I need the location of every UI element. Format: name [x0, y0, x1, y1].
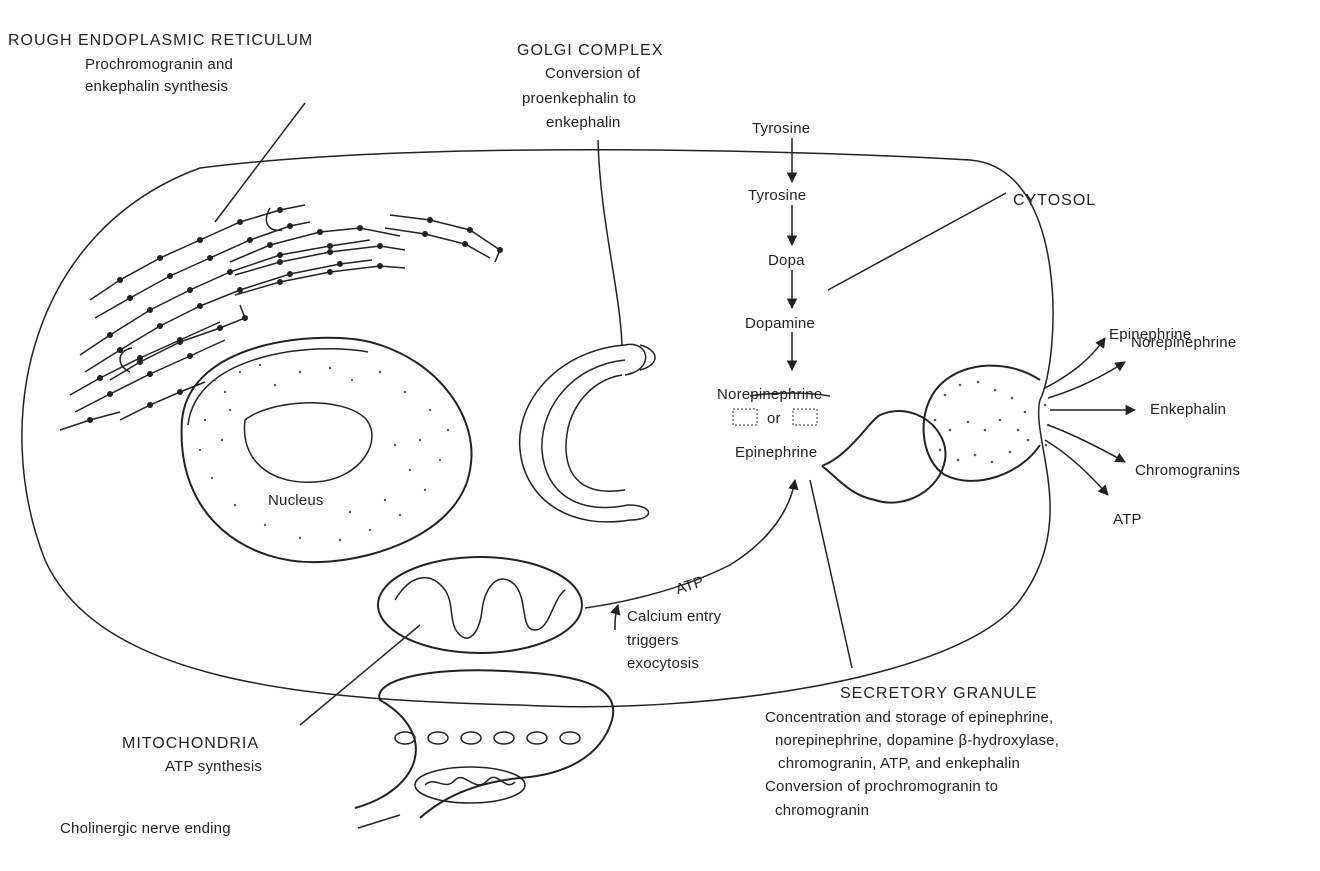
secretion-atp: ATP — [1113, 511, 1142, 528]
rer-title: ROUGH ENDOPLASMIC RETICULUM — [8, 32, 313, 49]
rough-endoplasmic-reticulum — [60, 205, 500, 430]
granule-title: SECRETORY GRANULE — [840, 685, 1038, 702]
golgi-complex — [520, 344, 655, 521]
cholinergic-nerve-ending — [355, 670, 613, 818]
golgi-desc-3: enkephalin — [546, 114, 621, 131]
calcium-line-3: exocytosis — [627, 655, 699, 672]
secretion-norepinephrine: Norepinephrine — [1131, 334, 1236, 351]
golgi-desc-2: proenkephalin to — [522, 90, 636, 107]
golgi-desc-1: Conversion of — [545, 65, 641, 82]
cell-membrane — [22, 150, 1053, 707]
rer-desc-1: Prochromogranin and — [85, 56, 233, 73]
granule-desc-2: norepinephrine, dopamine β-hydroxylase, — [775, 732, 1059, 749]
cytosol-title: CYTOSOL — [1013, 192, 1096, 209]
pathway-step-6: Epinephrine — [735, 444, 817, 461]
mitochondrion — [378, 557, 582, 653]
pathway-step-3: Dopa — [768, 252, 805, 269]
pathway-step-2: Tyrosine — [748, 187, 806, 204]
labels: ROUGH ENDOPLASMIC RETICULUM Prochromogra… — [8, 32, 1240, 837]
nerve-label: Cholinergic nerve ending — [60, 820, 231, 837]
pathway-step-4: Dopamine — [745, 315, 815, 332]
exocytosis-granule — [924, 366, 1050, 481]
granule-desc-5: chromogranin — [775, 802, 869, 819]
nucleus — [182, 338, 472, 562]
calcium-line-2: triggers — [627, 632, 679, 649]
nucleus-label: Nucleus — [268, 492, 324, 509]
mito-title: MITOCHONDRIA — [122, 735, 259, 752]
granule-contents-icon — [793, 409, 817, 425]
secretion-arrows — [1045, 338, 1135, 495]
mito-desc: ATP synthesis — [165, 758, 262, 775]
rer-desc-2: enkephalin synthesis — [85, 78, 228, 95]
granule-contents-icon — [733, 409, 757, 425]
pathway-step-5: Norepinephrine — [717, 386, 822, 403]
golgi-title: GOLGI COMPLEX — [517, 42, 663, 59]
pathway-or: or — [767, 410, 781, 427]
secretion-chromogranins: Chromogranins — [1135, 462, 1240, 479]
calcium-entry-arrow — [615, 605, 618, 630]
granule-desc-3: chromogranin, ATP, and enkephalin — [778, 755, 1020, 772]
granule-desc-1: Concentration and storage of epinephrine… — [765, 709, 1053, 726]
secretion-enkephalin: Enkephalin — [1150, 401, 1226, 418]
atp-arrow-label: ATP — [674, 573, 707, 598]
granule-desc-4: Conversion of prochromogranin to — [765, 778, 998, 795]
pathway-step-1: Tyrosine — [752, 120, 810, 137]
calcium-line-1: Calcium entry — [627, 608, 722, 625]
